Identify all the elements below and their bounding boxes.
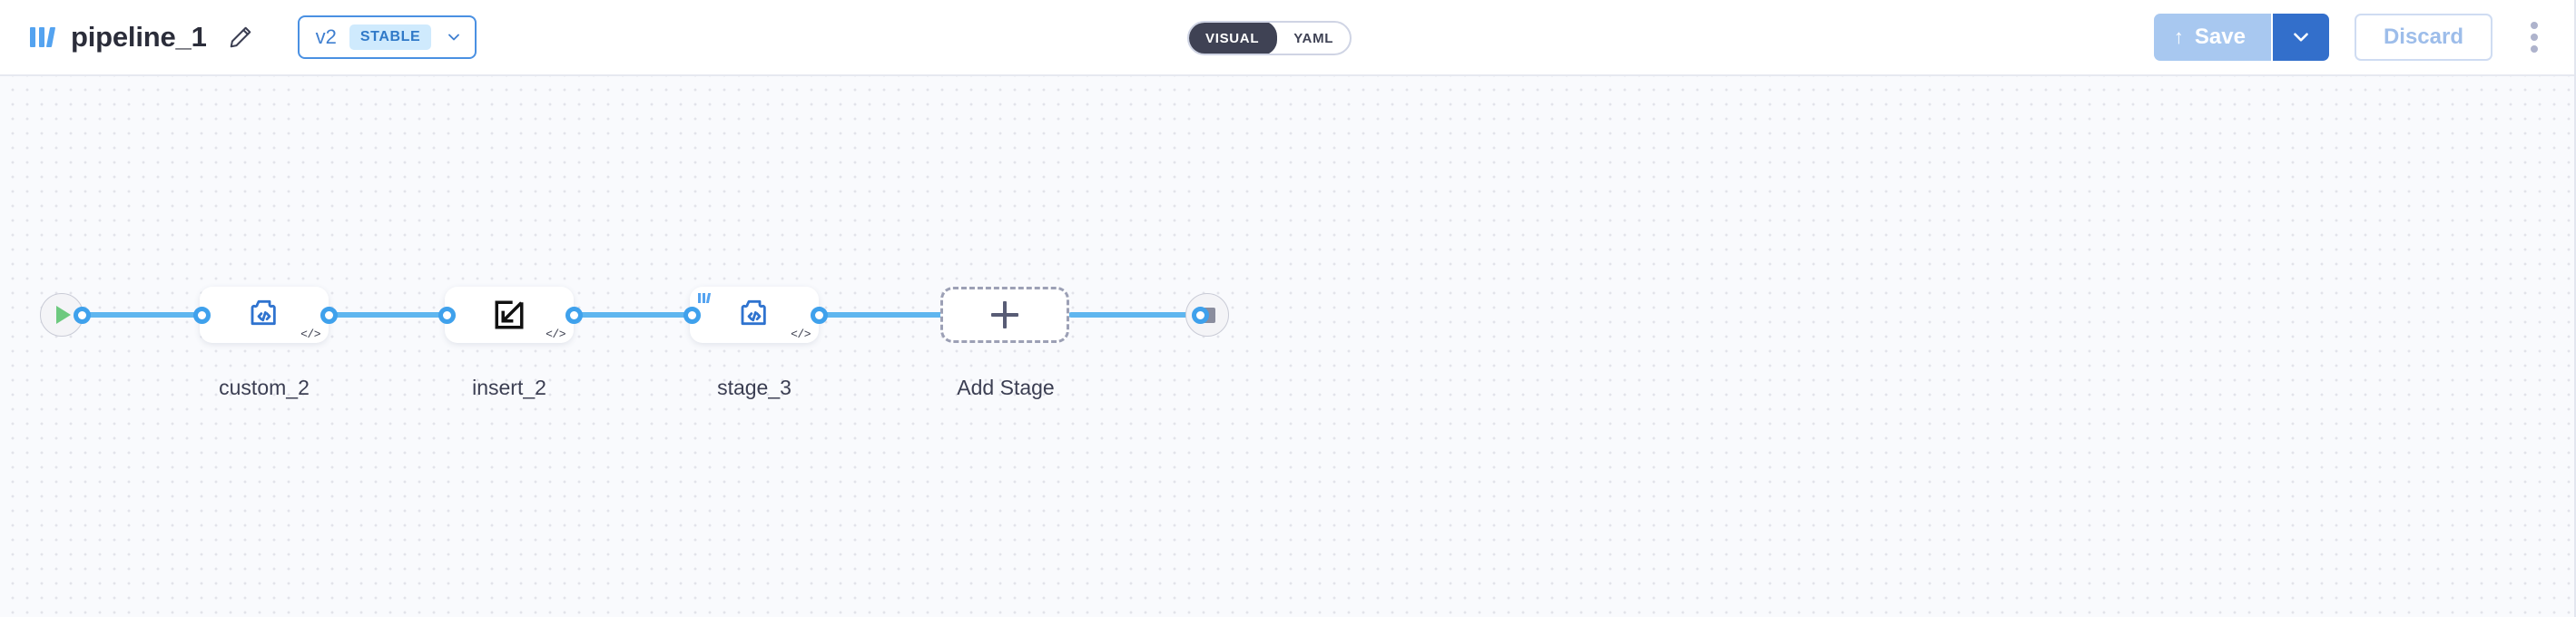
plus-icon xyxy=(991,301,1018,328)
save-button-label: Save xyxy=(2194,24,2246,49)
port-end-input[interactable] xyxy=(1192,307,1209,324)
node-label-custom-2: custom_2 xyxy=(219,376,310,399)
port-custom-2-output[interactable] xyxy=(320,307,338,324)
status-badge: STABLE xyxy=(349,24,432,50)
add-stage-button[interactable] xyxy=(940,287,1069,343)
node-label-insert-2: insert_2 xyxy=(472,376,546,399)
header-left-group: pipeline_1 v2 STABLE xyxy=(27,0,477,74)
pipeline-edges xyxy=(81,312,1203,318)
port-stage-3-output[interactable] xyxy=(811,307,828,324)
pencil-icon[interactable] xyxy=(225,22,256,53)
play-icon xyxy=(56,306,71,324)
insert-arrow-icon xyxy=(445,287,574,343)
toggle-option-yaml[interactable]: YAML xyxy=(1293,30,1334,46)
node-label-add-stage: Add Stage xyxy=(957,376,1055,399)
code-badge: </> xyxy=(546,328,565,341)
code-badge: </> xyxy=(791,328,811,341)
port-start-output[interactable] xyxy=(74,307,91,324)
port-insert-2-output[interactable] xyxy=(565,307,583,324)
toggle-option-visual[interactable]: VISUAL xyxy=(1189,23,1278,54)
save-button[interactable]: ↑ Save xyxy=(2153,14,2273,61)
version-selector[interactable]: v2 STABLE xyxy=(297,15,477,59)
pipeline-canvas[interactable]: </> custom_2 </> insert_2 xyxy=(0,76,2574,617)
view-mode-toggle[interactable]: VISUAL YAML xyxy=(1187,21,1352,55)
code-badge: </> xyxy=(300,328,320,341)
header-right-group: ↑ Save Discard xyxy=(2153,0,2552,74)
app-header: pipeline_1 v2 STABLE VISUAL YAML xyxy=(0,0,2574,76)
port-custom-2-input[interactable] xyxy=(193,307,211,324)
port-stage-3-input[interactable] xyxy=(683,307,701,324)
page-title: pipeline_1 xyxy=(71,21,207,53)
node-label-stage-3: stage_3 xyxy=(717,376,791,399)
puzzle-code-icon xyxy=(200,287,329,343)
bars-logo-icon xyxy=(696,290,713,305)
pipeline-node-stage-3[interactable]: </> xyxy=(690,287,819,343)
puzzle-code-icon xyxy=(690,287,819,343)
discard-button[interactable]: Discard xyxy=(2354,14,2492,61)
pipeline-start-node[interactable] xyxy=(40,293,84,337)
version-label: v2 xyxy=(315,25,337,48)
bars-logo-icon xyxy=(27,22,58,53)
pipeline-node-custom-2[interactable]: </> xyxy=(200,287,329,343)
kebab-menu-icon[interactable] xyxy=(2516,14,2552,61)
chevron-down-icon xyxy=(444,27,464,47)
save-button-group: ↑ Save xyxy=(2153,14,2329,61)
pipeline-node-insert-2[interactable]: </> xyxy=(445,287,574,343)
upload-arrow-icon: ↑ xyxy=(2173,24,2184,48)
save-dropdown-button[interactable] xyxy=(2272,14,2329,61)
port-insert-2-input[interactable] xyxy=(438,307,456,324)
